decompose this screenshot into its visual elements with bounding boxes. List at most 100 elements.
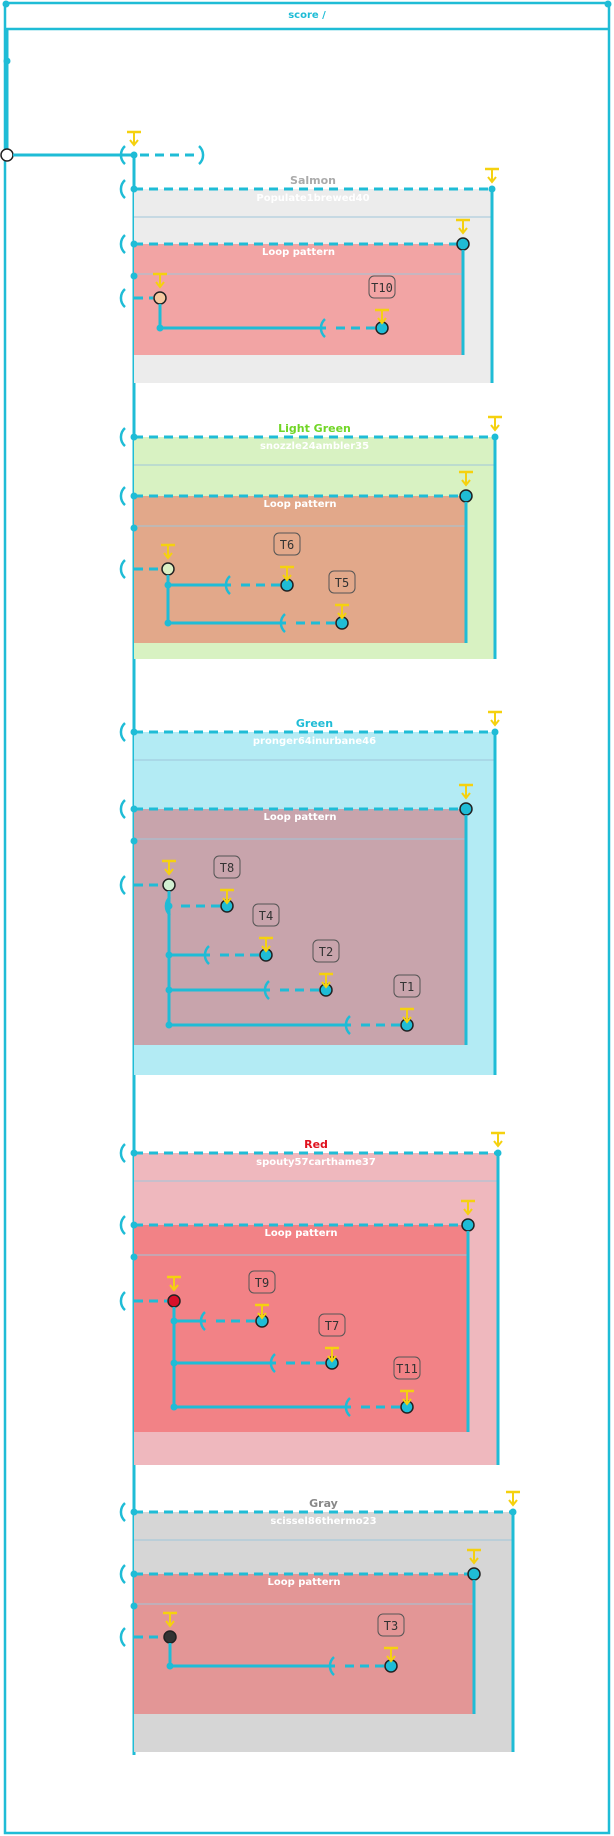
- task-badge[interactable]: [248, 1270, 276, 1294]
- score-title: score /: [288, 10, 326, 21]
- source-node-icon[interactable]: [167, 1294, 181, 1308]
- task-pin-icon[interactable]: [259, 936, 273, 953]
- task-badge[interactable]: [393, 974, 421, 998]
- task-badge[interactable]: [393, 1356, 421, 1380]
- task-label: T2: [319, 945, 333, 959]
- task-pin-icon[interactable]: [335, 603, 349, 620]
- source-pin-icon[interactable]: [161, 543, 175, 560]
- group-pin-icon[interactable]: [491, 1131, 505, 1148]
- source-node-icon[interactable]: [163, 1630, 177, 1644]
- task-pin-icon[interactable]: [255, 1303, 269, 1320]
- loop-box-3: [134, 1225, 468, 1432]
- source-pin-icon[interactable]: [163, 1611, 177, 1628]
- pin-arrow: [461, 479, 471, 487]
- task-badge[interactable]: [252, 903, 280, 927]
- pin-arrow: [493, 1140, 503, 1148]
- pin-arrow: [386, 1655, 396, 1663]
- junction-dot: [130, 1602, 138, 1610]
- loop-end-node-icon[interactable]: [459, 489, 473, 503]
- source-pin-icon[interactable]: [167, 1275, 181, 1292]
- source-input-port-icon: [119, 1627, 126, 1647]
- root-pin-icon[interactable]: [127, 130, 141, 147]
- task-badge[interactable]: [213, 855, 241, 879]
- group-subtitle: scissel86thermo23: [270, 1516, 376, 1527]
- pin-arrow: [402, 1016, 412, 1024]
- loop-input-port-icon: [119, 1215, 126, 1235]
- loop-end-node-icon[interactable]: [461, 1218, 475, 1232]
- junction-dot: [2, 0, 10, 8]
- task-label: T5: [335, 576, 349, 590]
- group-input-port-icon: [119, 179, 126, 199]
- loop-pin-icon[interactable]: [467, 1548, 481, 1565]
- task-pin-icon[interactable]: [280, 565, 294, 582]
- task-badge[interactable]: [312, 939, 340, 963]
- task-badge[interactable]: [318, 1313, 346, 1337]
- loop-end-node-icon[interactable]: [456, 237, 470, 251]
- task-pin-icon[interactable]: [319, 972, 333, 989]
- task-badge[interactable]: [368, 275, 396, 299]
- source-node-icon[interactable]: [153, 291, 167, 305]
- loop-end-node-icon[interactable]: [459, 802, 473, 816]
- source-node-icon[interactable]: [162, 878, 176, 892]
- loop-input-port-icon: [119, 234, 126, 254]
- group-input-port-icon: [119, 722, 126, 742]
- source-pin-icon[interactable]: [162, 859, 176, 876]
- group-subtitle: pronger64inurbane46: [253, 736, 376, 747]
- loop-input-port-icon: [119, 799, 126, 819]
- task-badge[interactable]: [273, 532, 301, 556]
- pin-arrow: [261, 945, 271, 953]
- group-name: Red: [304, 1138, 328, 1151]
- pin-arrow: [165, 1620, 175, 1628]
- task-label: T4: [259, 909, 273, 923]
- loop-pin-icon[interactable]: [459, 470, 473, 487]
- task-input-port-icon: [203, 945, 210, 965]
- group-subtitle: Populate1brewed40: [256, 193, 369, 204]
- task-pin-icon[interactable]: [400, 1389, 414, 1406]
- task-pin-icon[interactable]: [384, 1646, 398, 1663]
- pin-arrow: [463, 1208, 473, 1216]
- task-label: T9: [255, 1276, 269, 1290]
- junction-dot: [130, 1508, 138, 1516]
- junction-dot: [130, 1149, 138, 1157]
- loop-pin-icon[interactable]: [461, 1199, 475, 1216]
- task-input-port-icon: [224, 575, 231, 595]
- junction-dot: [130, 728, 138, 736]
- source-input-port-icon: [119, 1291, 126, 1311]
- task-input-port-icon: [344, 1015, 351, 1035]
- junction-dot: [130, 240, 138, 248]
- source-node-icon[interactable]: [161, 562, 175, 576]
- group-pin-icon[interactable]: [488, 710, 502, 727]
- group-pin-icon[interactable]: [488, 415, 502, 432]
- group-subtitle: snozzle24ambler35: [260, 441, 369, 452]
- loop-pin-icon[interactable]: [459, 783, 473, 800]
- root-node-icon[interactable]: [0, 148, 14, 162]
- task-badge[interactable]: [328, 570, 356, 594]
- task-pin-icon[interactable]: [375, 308, 389, 325]
- junction-dot: [130, 805, 138, 813]
- pin-arrow: [129, 139, 139, 147]
- junction-dot: [3, 57, 11, 65]
- task-pin-icon[interactable]: [325, 1346, 339, 1363]
- task-input-port-icon: [269, 1353, 276, 1373]
- task-badge[interactable]: [377, 1613, 405, 1637]
- task-pin-icon[interactable]: [220, 888, 234, 905]
- source-input-port-icon: [119, 875, 126, 895]
- loop-label: Loop pattern: [262, 247, 335, 258]
- source-pin-icon[interactable]: [153, 272, 167, 289]
- group-pin-icon[interactable]: [506, 1490, 520, 1507]
- group-input-port-icon: [119, 1502, 126, 1522]
- loop-pin-icon[interactable]: [456, 218, 470, 235]
- loop-input-port-icon: [119, 1564, 126, 1584]
- loop-end-node-icon[interactable]: [467, 1567, 481, 1581]
- task-input-port-icon: [164, 896, 171, 916]
- pin-arrow: [469, 1557, 479, 1565]
- task-input-port-icon: [344, 1397, 351, 1417]
- group-pin-icon[interactable]: [485, 167, 499, 184]
- task-pin-icon[interactable]: [400, 1007, 414, 1024]
- pin-arrow: [222, 897, 232, 905]
- junction-dot: [130, 837, 138, 845]
- junction-dot: [130, 524, 138, 532]
- pin-arrow: [321, 981, 331, 989]
- group-name: Green: [296, 717, 333, 730]
- pin-arrow: [327, 1355, 337, 1363]
